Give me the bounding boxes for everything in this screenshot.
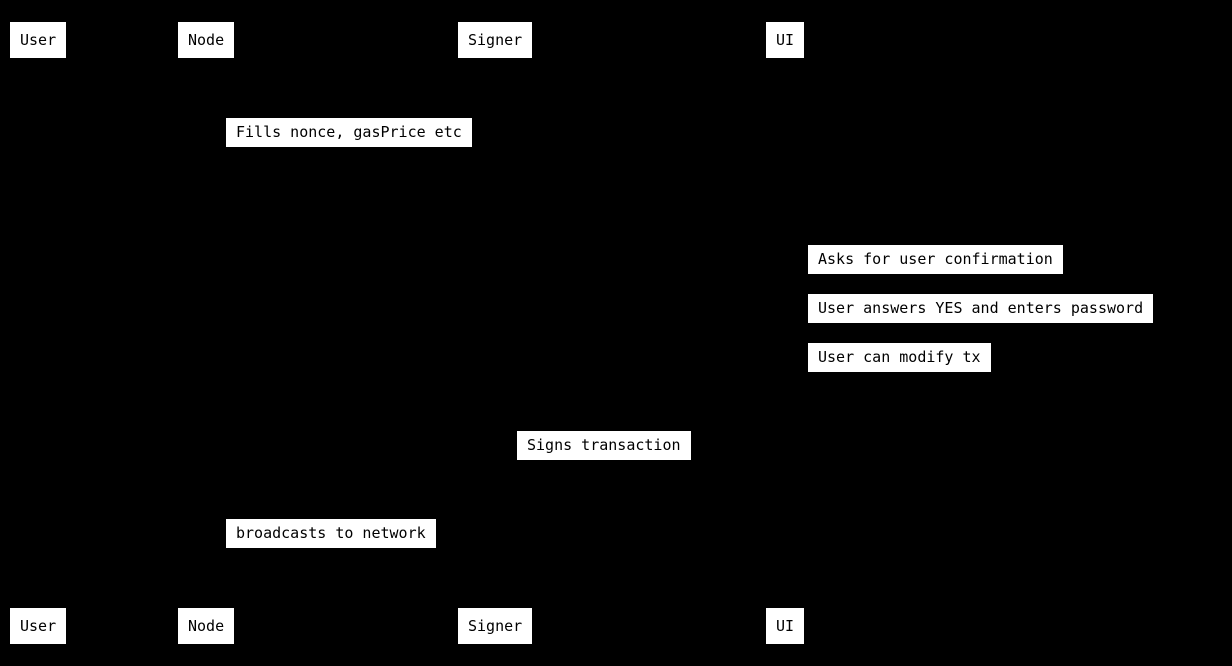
message-broadcasts-network: broadcasts to network <box>226 519 436 548</box>
participant-user-top: User <box>10 22 67 58</box>
participant-ui-top: UI <box>766 22 805 58</box>
participant-node-top: Node <box>178 22 235 58</box>
participant-user-bottom: User <box>10 608 67 644</box>
message-user-can-modify: User can modify tx <box>808 343 991 372</box>
message-asks-confirmation: Asks for user confirmation <box>808 245 1063 274</box>
participant-signer-bottom: Signer <box>458 608 533 644</box>
message-fills-nonce: Fills nonce, gasPrice etc <box>226 118 472 147</box>
participant-ui-bottom: UI <box>766 608 805 644</box>
participant-node-bottom: Node <box>178 608 235 644</box>
message-user-answers-yes: User answers YES and enters password <box>808 294 1154 323</box>
message-signs-transaction: Signs transaction <box>517 431 691 460</box>
participant-signer-top: Signer <box>458 22 533 58</box>
